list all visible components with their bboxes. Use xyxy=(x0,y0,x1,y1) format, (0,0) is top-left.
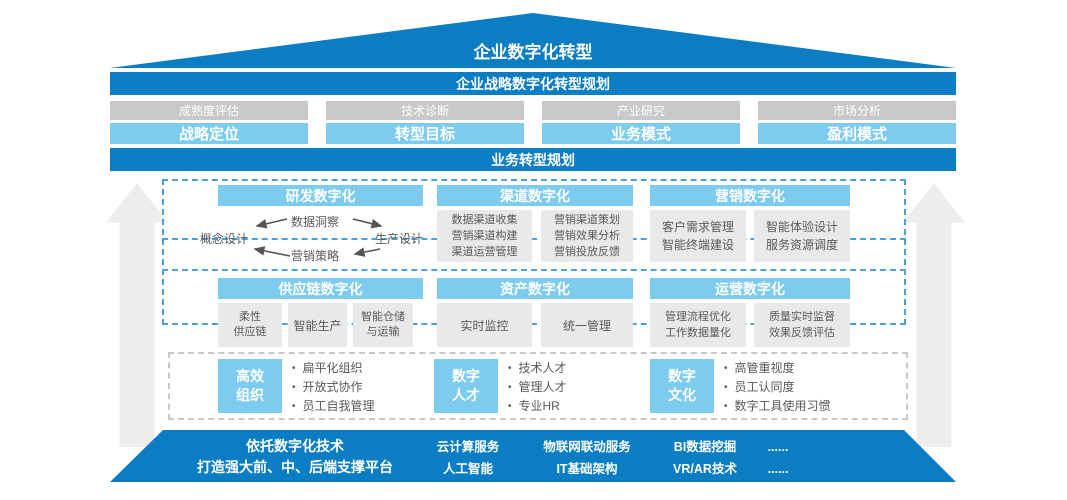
marketing-box-2: 智能体验设计 服务资源调度 xyxy=(754,210,850,262)
list-item: 数字工具使用习惯 xyxy=(724,397,831,416)
list-item: 扁平化组织 xyxy=(292,359,375,378)
asset-header: 资产数字化 xyxy=(437,278,633,299)
up-arrow-right xyxy=(903,183,965,447)
supply-box-2: 智能生产 xyxy=(288,303,347,347)
foundation-dashed-frame xyxy=(168,352,908,420)
tech-item: VR/AR技术 xyxy=(673,462,737,476)
channel-box-1: 数据渠道收集 营销渠道构建 渠道运营管理 xyxy=(437,210,532,262)
business-dashed-frame xyxy=(162,179,906,325)
marketing-header: 营销数字化 xyxy=(650,185,850,206)
tech-item: 人工智能 xyxy=(442,462,493,476)
operation-box-2: 质量实时监督 效果反馈评估 xyxy=(754,303,850,347)
tech-item: 物联网联动服务 xyxy=(543,440,631,454)
rd-header: 研发数字化 xyxy=(218,185,423,206)
foundation-list-culture: 高管重视度 员工认同度 数字工具使用习惯 xyxy=(724,359,831,416)
foundation-list-organization: 扁平化组织 开放式协作 员工自我管理 xyxy=(292,359,375,416)
marketing-box-1: 客户需求管理 智能终端建设 xyxy=(650,210,746,262)
foundation-label-organization: 高效 组织 xyxy=(218,359,282,413)
strategy-col-header: 产业研究 xyxy=(542,101,740,120)
tech-item: ...... xyxy=(767,462,789,476)
rd-node-marketing-strategy: 营销策略 xyxy=(290,249,339,263)
tech-col-bi: BI数据挖掘 VR/AR技术 xyxy=(645,433,765,480)
channel-box-2: 营销渠道策划 营销效果分析 营销投放反馈 xyxy=(541,210,633,262)
platform-title: 依托数字化技术 打造强大前、中、后端支撑平台 xyxy=(197,438,393,475)
strategy-col-header: 成熟度评估 xyxy=(110,101,308,120)
strategy-col-label: 战略定位 xyxy=(110,123,308,144)
tech-item: IT基础架构 xyxy=(556,462,618,476)
page-title: 企业数字化转型 xyxy=(473,43,593,62)
foundation-label-talent: 数字 人才 xyxy=(434,359,498,413)
strategy-col-label: 转型目标 xyxy=(326,123,524,144)
strategy-col-header: 技术诊断 xyxy=(326,101,524,120)
list-item: 管理人才 xyxy=(508,378,567,397)
roof-triangle: 企业数字化转型 xyxy=(110,13,956,68)
rd-node-concept-design: 概念设计 xyxy=(199,232,248,246)
platform-banner: 依托数字化技术 打造强大前、中、后端支撑平台 云计算服务 人工智能 物联网联动服… xyxy=(110,430,956,482)
strategy-col-label: 业务模式 xyxy=(542,123,740,144)
list-item: 员工自我管理 xyxy=(292,397,375,416)
supply-box-1: 柔性 供应链 xyxy=(218,303,282,347)
foundation-list-talent: 技术人才 管理人才 专业HR xyxy=(508,359,567,416)
foundation-label-culture: 数字 文化 xyxy=(650,359,714,413)
list-item: 员工认同度 xyxy=(724,378,831,397)
rd-node-data-insight: 数据洞察 xyxy=(290,215,339,229)
tech-col-iot: 物联网联动服务 IT基础架构 xyxy=(517,433,657,480)
list-item: 高管重视度 xyxy=(724,359,831,378)
tech-col-more: ...... ...... xyxy=(738,433,818,480)
row1-connector-line xyxy=(162,238,906,240)
list-item: 技术人才 xyxy=(508,359,567,378)
tech-col-cloud: 云计算服务 人工智能 xyxy=(408,433,528,480)
operation-header: 运营数字化 xyxy=(650,278,850,299)
cycle-arrows-icon xyxy=(253,218,383,257)
strategy-col-header: 市场分析 xyxy=(758,101,956,120)
tech-item: BI数据挖掘 xyxy=(673,440,737,454)
business-banner: 业务转型规划 xyxy=(110,148,956,171)
rd-node-production-design: 生产设计 xyxy=(374,232,423,246)
strategy-banner: 企业战略数字化转型规划 xyxy=(110,72,956,95)
asset-box-1: 实时监控 xyxy=(437,303,532,347)
tech-item: 云计算服务 xyxy=(436,440,500,454)
list-item: 专业HR xyxy=(508,397,567,416)
operation-box-1: 管理流程优化 工作数据量化 xyxy=(650,303,746,347)
asset-box-2: 统一管理 xyxy=(541,303,633,347)
channel-header: 渠道数字化 xyxy=(437,185,633,206)
strategy-col-label: 盈利模式 xyxy=(758,123,956,144)
list-item: 开放式协作 xyxy=(292,378,375,397)
row-divider-line xyxy=(162,269,906,271)
supply-box-3: 智能仓储 与运输 xyxy=(353,303,413,347)
tech-item: ...... xyxy=(767,440,789,454)
up-arrow-left xyxy=(106,183,168,447)
supply-header: 供应链数字化 xyxy=(218,278,423,299)
